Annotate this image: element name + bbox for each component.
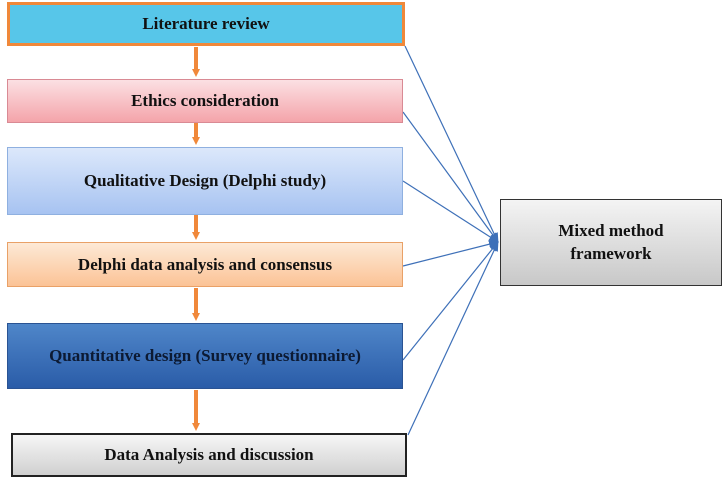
stage-ethics-consideration: Ethics consideration bbox=[7, 79, 403, 123]
connector-quantitative bbox=[402, 241, 499, 361]
mixed-method-framework-box: Mixed method framework bbox=[500, 199, 722, 286]
stage-label: Data Analysis and discussion bbox=[104, 445, 314, 464]
connector-qualitative bbox=[402, 180, 499, 243]
stage-label: Qualitative Design (Delphi study) bbox=[83, 171, 327, 190]
stage-quantitative-design: Quantitative design (Survey questionnair… bbox=[7, 323, 403, 389]
connector-literature bbox=[404, 45, 499, 243]
stage-label: Delphi data analysis and consensus bbox=[77, 254, 333, 274]
stage-label: Ethics consideration bbox=[131, 91, 279, 110]
stage-qualitative-design: Qualitative Design (Delphi study) bbox=[7, 147, 403, 215]
framework-label-line-2: framework bbox=[570, 243, 652, 263]
stage-data-analysis: Data Analysis and discussion bbox=[11, 433, 407, 477]
connector-data-analysis bbox=[407, 241, 499, 436]
framework-label-line-1: Mixed method bbox=[558, 220, 664, 240]
connector-delphi-analysis bbox=[402, 240, 499, 267]
connector-ethics bbox=[402, 111, 499, 243]
stage-label: Literature review bbox=[142, 14, 270, 33]
stage-delphi-analysis: Delphi data analysis and consensus bbox=[7, 242, 403, 287]
stage-literature-review: Literature review bbox=[7, 2, 405, 46]
stage-label: Quantitative design (Survey questionnair… bbox=[49, 346, 361, 365]
